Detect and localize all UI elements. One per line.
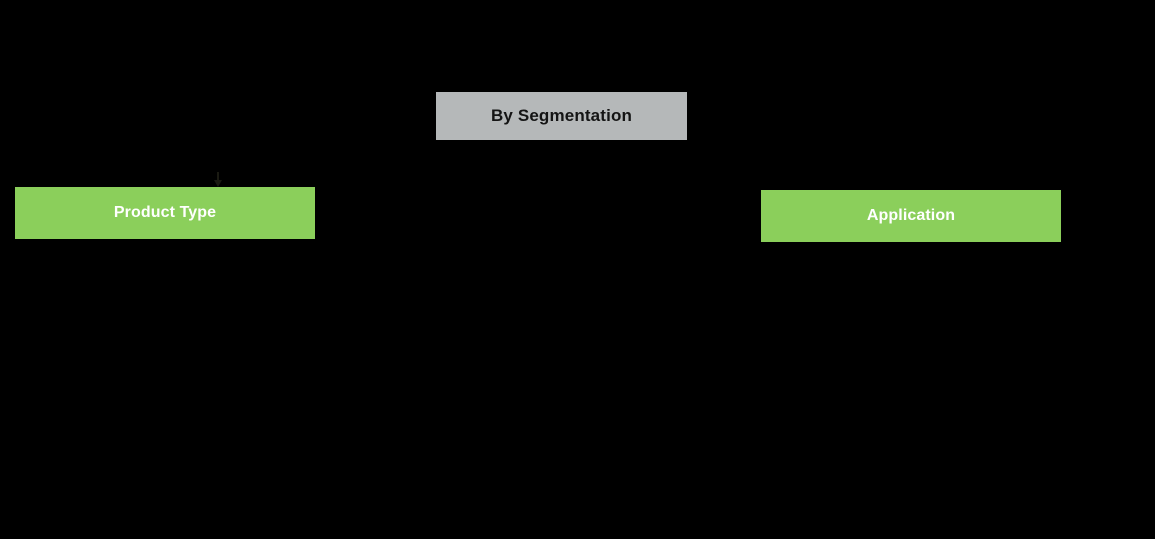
branch-node-application[interactable]: Application [761,190,1061,242]
arrow-down-icon [214,172,222,187]
branch-label-product-type: Product Type [113,203,217,221]
branch-node-product-type[interactable]: Product Type [15,187,315,239]
connector-root-to-product-type [209,172,227,188]
branch-label-application: Application [866,206,956,224]
segmentation-root-label: By Segmentation [490,106,633,126]
segmentation-root-node[interactable]: By Segmentation [436,92,687,140]
